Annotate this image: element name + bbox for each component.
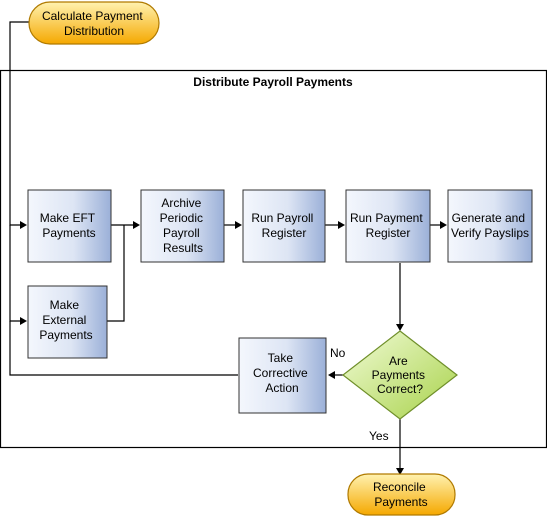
run-payment-line-2: Register	[366, 226, 411, 240]
svg-text:Archive Periodic P: Archive Periodic Payroll Results	[160, 196, 207, 255]
edge-label-no: No	[330, 346, 346, 360]
payslips-line-1: Generate and	[452, 211, 525, 225]
corrective-line-3: Action	[265, 381, 298, 395]
start-label-line-2: Distribution	[64, 24, 124, 38]
make-eft-line-1: Make EFT	[40, 211, 96, 225]
arrow-into-payment-register	[338, 221, 345, 229]
svg-text:Make External Paym: Make External Payments	[39, 298, 92, 342]
container-title: Distribute Payroll Payments	[193, 75, 353, 89]
svg-text:Reconcile Payments: Reconcile Payments	[373, 480, 429, 509]
edge-label-yes: Yes	[369, 429, 389, 443]
edge-start-to-eft	[9, 21, 40, 226]
step-make-external-payments: Make External Payments	[27, 285, 108, 359]
svg-text:Are Payments Corre: Are Payments Correct?	[372, 354, 429, 396]
make-eft-line-2: Payments	[42, 226, 95, 240]
step-generate-payslips: Generate and Verify Payslips	[447, 189, 533, 263]
arrow-into-archive	[133, 221, 140, 229]
run-payment-line-1: Run Payment	[350, 211, 423, 225]
arrow-into-eft	[20, 221, 27, 229]
edge-corrective-loop	[9, 321, 238, 376]
decision-line-1: Are	[389, 354, 408, 368]
edge-external-to-archive	[107, 225, 125, 322]
archive-line-1: Archive	[161, 196, 201, 210]
arrow-into-external	[20, 317, 27, 325]
decision-line-3: Correct?	[377, 382, 423, 396]
archive-line-3: Payroll	[163, 226, 200, 240]
edge-start-to-external	[9, 225, 21, 322]
svg-text:Generate and Verify Pays: Generate and Verify Payslips	[451, 211, 529, 240]
make-external-line-1: Make	[50, 298, 80, 312]
corrective-line-1: Take	[268, 351, 294, 365]
start-label-line-1: Calculate Payment	[42, 9, 143, 23]
step-run-payroll-register: Run Payroll Register	[242, 189, 326, 263]
end-label-line-2: Payments	[374, 495, 427, 509]
svg-text:Make EFT Payments: Make EFT Payments	[40, 211, 98, 240]
decision-payments-correct: Are Payments Correct?	[342, 330, 458, 420]
corrective-line-2: Corrective	[253, 366, 308, 380]
arrow-into-decision	[396, 324, 404, 331]
archive-line-4: Results	[163, 241, 203, 255]
svg-text:Take Corrective Ac: Take Corrective Action	[253, 351, 311, 395]
run-payroll-line-1: Run Payroll	[251, 211, 313, 225]
step-archive-payroll-results: Archive Periodic Payroll Results	[140, 189, 225, 263]
arrow-into-payslips	[440, 221, 447, 229]
payslips-line-2: Verify Payslips	[451, 226, 529, 240]
step-run-payment-register: Run Payment Register	[345, 189, 431, 263]
connectors	[9, 21, 447, 475]
make-external-line-2: External	[42, 313, 86, 327]
make-external-line-3: Payments	[39, 328, 92, 342]
arrow-into-reconcile	[396, 468, 404, 475]
arrow-into-payroll-register	[235, 221, 242, 229]
step-make-eft-payments: Make EFT Payments	[27, 189, 112, 263]
end-node: Reconcile Payments	[347, 473, 456, 516]
arrow-into-corrective	[328, 371, 335, 379]
svg-text:Run Payroll Register: Run Payroll Register	[251, 211, 316, 240]
archive-line-2: Periodic	[160, 211, 203, 225]
decision-line-2: Payments	[372, 368, 425, 382]
svg-text:Calculate Payment Distri: Calculate Payment Distribution	[42, 9, 146, 38]
end-label-line-1: Reconcile	[373, 480, 426, 494]
start-node: Calculate Payment Distribution	[28, 1, 160, 45]
run-payroll-line-2: Register	[262, 226, 307, 240]
svg-text:Run Payment Register: Run Payment Register	[350, 211, 426, 240]
step-take-corrective-action: Take Corrective Action	[238, 337, 327, 414]
